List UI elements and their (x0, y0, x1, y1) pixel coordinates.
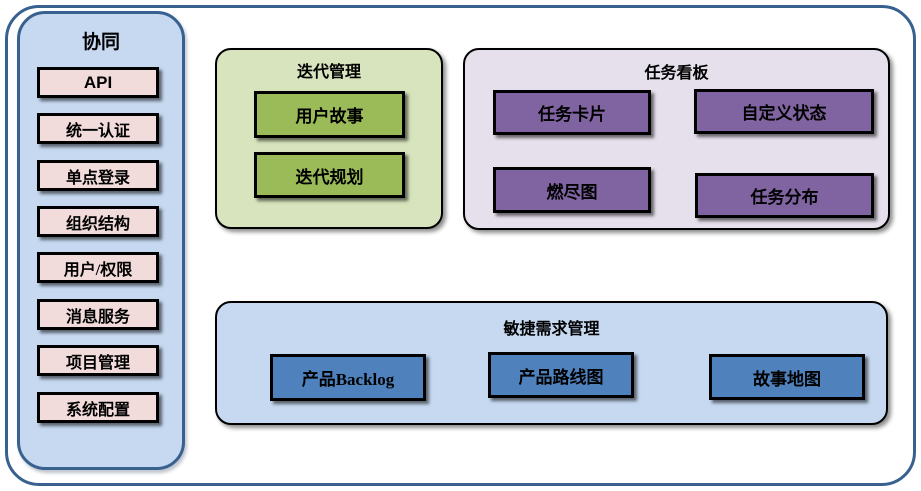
item-burndown-chart: 燃尽图 (493, 167, 651, 213)
sidebar-title: 协同 (81, 32, 120, 53)
sidebar-item-sso: 单点登录 (37, 160, 159, 191)
group-iteration-management: 迭代管理 用户故事 迭代规划 (215, 48, 443, 229)
group-agile-requirements: 敏捷需求管理 产品Backlog 产品路线图 故事地图 (215, 301, 888, 425)
sidebar-item-org-structure: 组织结构 (37, 206, 159, 237)
sidebar-item-message-service: 消息服务 (37, 299, 159, 330)
item-story-map: 故事地图 (709, 354, 865, 400)
sidebar-item-system-config: 系统配置 (37, 392, 159, 423)
item-task-card: 任务卡片 (493, 90, 651, 135)
group-iteration-title: 迭代管理 (296, 64, 361, 81)
group-task-kanban: 任务看板 任务卡片 自定义状态 燃尽图 任务分布 (463, 48, 890, 230)
group-requirements-title: 敏捷需求管理 (503, 321, 600, 338)
item-custom-status: 自定义状态 (694, 89, 874, 134)
item-product-backlog: 产品Backlog (270, 354, 426, 401)
item-product-roadmap: 产品路线图 (488, 352, 634, 398)
item-user-story: 用户故事 (254, 91, 405, 138)
sidebar-item-user-permissions: 用户/权限 (37, 252, 159, 283)
sidebar-item-unified-auth: 统一认证 (37, 113, 159, 144)
group-kanban-title: 任务看板 (644, 65, 709, 82)
sidebar-panel: 协同 API 统一认证 单点登录 组织结构 用户/权限 消息服务 项目管理 系统… (17, 11, 185, 470)
item-task-distribution: 任务分布 (695, 173, 874, 218)
sidebar-item-project-management: 项目管理 (37, 345, 159, 376)
sidebar-item-api: API (37, 67, 159, 98)
item-iteration-planning: 迭代规划 (254, 152, 405, 198)
outer-frame (5, 5, 916, 486)
